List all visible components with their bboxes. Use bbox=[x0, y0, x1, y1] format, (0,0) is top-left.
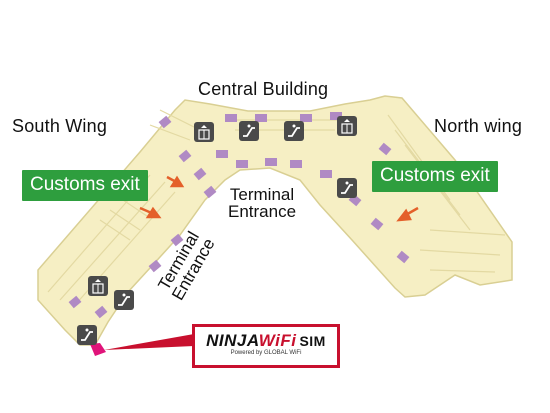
escalator-icon[interactable] bbox=[284, 121, 304, 141]
north-wing-label: North wing bbox=[434, 116, 523, 136]
elevator-icon[interactable] bbox=[194, 122, 214, 142]
terminal-entrance-line2: Entrance bbox=[228, 202, 297, 221]
escalator-icon[interactable] bbox=[239, 121, 259, 141]
terminal-floor bbox=[37, 95, 513, 346]
escalator-icon[interactable] bbox=[77, 325, 97, 345]
ninja-product: SIM bbox=[299, 333, 326, 349]
central-building-label: Central Building bbox=[198, 79, 329, 99]
ninja-brand-prefix: NINJA bbox=[206, 331, 259, 350]
escalator-icon[interactable] bbox=[337, 178, 357, 198]
gates bbox=[68, 112, 410, 319]
customs-exit-north-badge: Customs exit bbox=[372, 161, 498, 192]
ninja-brand-wifi: WiFi bbox=[258, 331, 297, 350]
ninja-tagline: Powered by GLOBAL WiFi bbox=[230, 350, 302, 356]
ninja-wifi-location-marker[interactable] bbox=[90, 343, 106, 356]
callout-pointer bbox=[104, 334, 194, 350]
facility-icons bbox=[77, 116, 357, 345]
south-wing-label: South Wing bbox=[12, 116, 108, 136]
terminal-entrance-center-label: Terminal Entrance bbox=[228, 186, 296, 220]
customs-exit-south-badge: Customs exit bbox=[22, 170, 148, 201]
terminal-entrance-line1: Terminal bbox=[229, 185, 295, 204]
elevator-icon[interactable] bbox=[337, 116, 357, 136]
elevator-icon[interactable] bbox=[88, 276, 108, 296]
escalator-icon[interactable] bbox=[114, 290, 134, 310]
customs-arrows bbox=[139, 175, 419, 222]
interior-lines bbox=[47, 109, 506, 306]
